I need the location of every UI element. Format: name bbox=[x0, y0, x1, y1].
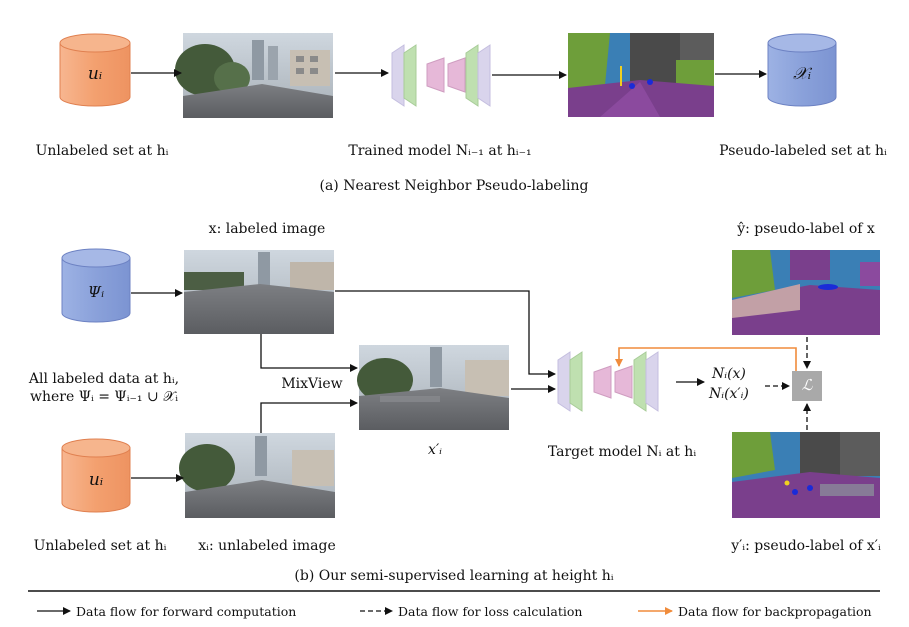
label-target-model: Target model Nᵢ at hᵢ bbox=[547, 444, 697, 460]
label-mixview: MixView bbox=[281, 376, 343, 392]
panel-b-title: (b) Our semi-supervised learning at heig… bbox=[294, 568, 614, 584]
label-labeled-image: x: labeled image bbox=[208, 221, 326, 237]
label-xprime: x′ᵢ bbox=[428, 442, 442, 458]
unlabeled-image-xi bbox=[179, 433, 335, 518]
label-unlabeled-set-b: Unlabeled set at hᵢ bbox=[33, 538, 167, 554]
pseudo-label-yhat-map bbox=[732, 250, 880, 335]
store-label-unlabeled-b: 𝑢ᵢ bbox=[88, 470, 104, 490]
labeled-store-psi bbox=[61, 248, 131, 323]
trained-model-network bbox=[391, 44, 491, 107]
label-unlabeled-image: xᵢ: unlabeled image bbox=[198, 538, 336, 554]
arrow-x-to-model bbox=[335, 290, 556, 378]
legend-forward-label: Data flow for forward computation bbox=[76, 604, 297, 619]
store-label-unlabeled-a: 𝑢ᵢ bbox=[87, 64, 103, 84]
arrow-xi-to-mix bbox=[260, 399, 358, 433]
legend-backprop-label: Data flow for backpropagation bbox=[678, 604, 872, 619]
label-pseudo-label-yhat: ŷ: pseudo-label of x bbox=[737, 221, 875, 237]
arrow-x-to-mix bbox=[260, 334, 358, 372]
loss-symbol: ℒ bbox=[801, 376, 813, 394]
label-all-labeled-line1: All labeled data at hᵢ, bbox=[28, 371, 180, 387]
street-photo-a bbox=[175, 33, 333, 118]
label-model-output-xprime: Nᵢ(x′ᵢ) bbox=[709, 386, 749, 402]
labeled-image-x bbox=[184, 250, 334, 334]
store-label-pseudo: 𝒳ᵢ bbox=[792, 64, 812, 84]
pseudo-labeled-store bbox=[767, 33, 837, 107]
legend-loss-label: Data flow for loss calculation bbox=[398, 604, 583, 619]
unlabeled-store-b bbox=[61, 438, 131, 513]
label-pseudo-label-yprime: y′ᵢ: pseudo-label of x′ᵢ bbox=[731, 538, 881, 554]
unlabeled-store-a bbox=[59, 33, 131, 107]
label-model-output-x: Nᵢ(x) bbox=[712, 366, 746, 382]
store-label-psi: Ψᵢ bbox=[87, 283, 105, 301]
label-all-labeled-line2: where Ψᵢ = Ψᵢ₋₁ ∪ 𝒳ᵢ bbox=[29, 389, 179, 405]
target-model-network bbox=[557, 351, 659, 412]
pseudo-label-yprime-map bbox=[732, 432, 880, 518]
loss-box bbox=[792, 371, 822, 401]
mixed-image-xprime bbox=[357, 345, 509, 430]
segmentation-map-a bbox=[568, 33, 714, 117]
caption-pseudo-labeled-set: Pseudo-labeled set at hᵢ bbox=[719, 143, 887, 159]
caption-trained-model: Trained model Nᵢ₋₁ at hᵢ₋₁ bbox=[348, 143, 532, 159]
panel-a-title: (a) Nearest Neighbor Pseudo-labeling bbox=[319, 178, 589, 194]
caption-unlabeled-set-a: Unlabeled set at hᵢ bbox=[35, 143, 169, 159]
arrow-backprop bbox=[615, 347, 797, 371]
